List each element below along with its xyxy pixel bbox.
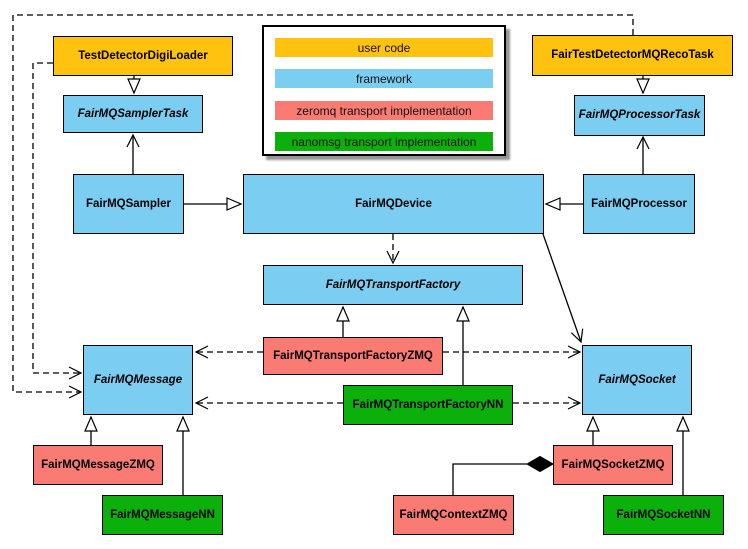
- arrow-device-socket: [542, 233, 584, 344]
- legend-swatch-framework: framework: [275, 69, 493, 88]
- class-box-fairmqsamplertask: FairMQSamplerTask: [63, 95, 203, 133]
- class-box-fairmqdevice: FairMQDevice: [243, 174, 544, 234]
- class-box-fairmqsocketnn: FairMQSocketNN: [603, 495, 724, 535]
- class-box-fairmqsocket: FairMQSocket: [582, 345, 692, 415]
- class-box-fairmqcontextzmq: FairMQContextZMQ: [393, 495, 514, 535]
- legend: user code framework zeromq transport imp…: [262, 25, 506, 156]
- legend-swatch-zeromq: zeromq transport implementation: [275, 101, 493, 120]
- legend-swatch-nanomsg: nanomsg transport implementation: [275, 132, 493, 151]
- dependency-arrow-digiloader-message: [32, 62, 83, 380]
- class-box-fairmqmessage: FairMQMessage: [83, 345, 193, 415]
- class-box-fairmqmessagenn: FairMQMessageNN: [102, 495, 223, 535]
- class-box-fairmqtransportfactoryzmq: FairMQTransportFactoryZMQ: [263, 337, 443, 375]
- class-box-fairmqsocketzmq: FairMQSocketZMQ: [553, 445, 673, 485]
- class-box-fairmqtransportfactory: FairMQTransportFactory: [263, 265, 523, 305]
- composition-line-contextzmq-socketzmq: [452, 463, 527, 495]
- class-box-fairmqtransportfactorynn: FairMQTransportFactoryNN: [343, 385, 513, 425]
- class-box-fairmqprocessor: FairMQProcessor: [583, 174, 695, 234]
- composition-diamond: [525, 455, 555, 473]
- dependency-arrow-recotask-message: [12, 14, 634, 399]
- class-box-testdetectordigiloader: TestDetectorDigiLoader: [53, 36, 233, 76]
- class-box-fairmqsampler: FairMQSampler: [73, 174, 184, 234]
- class-box-fairmqmessagezmq: FairMQMessageZMQ: [33, 445, 163, 485]
- legend-swatch-user-code: user code: [275, 38, 493, 57]
- class-box-fairmqprocessortask: FairMQProcessorTask: [574, 95, 705, 136]
- class-box-fairtestdetectormqrecotask: FairTestDetectorMQRecoTask: [532, 35, 733, 76]
